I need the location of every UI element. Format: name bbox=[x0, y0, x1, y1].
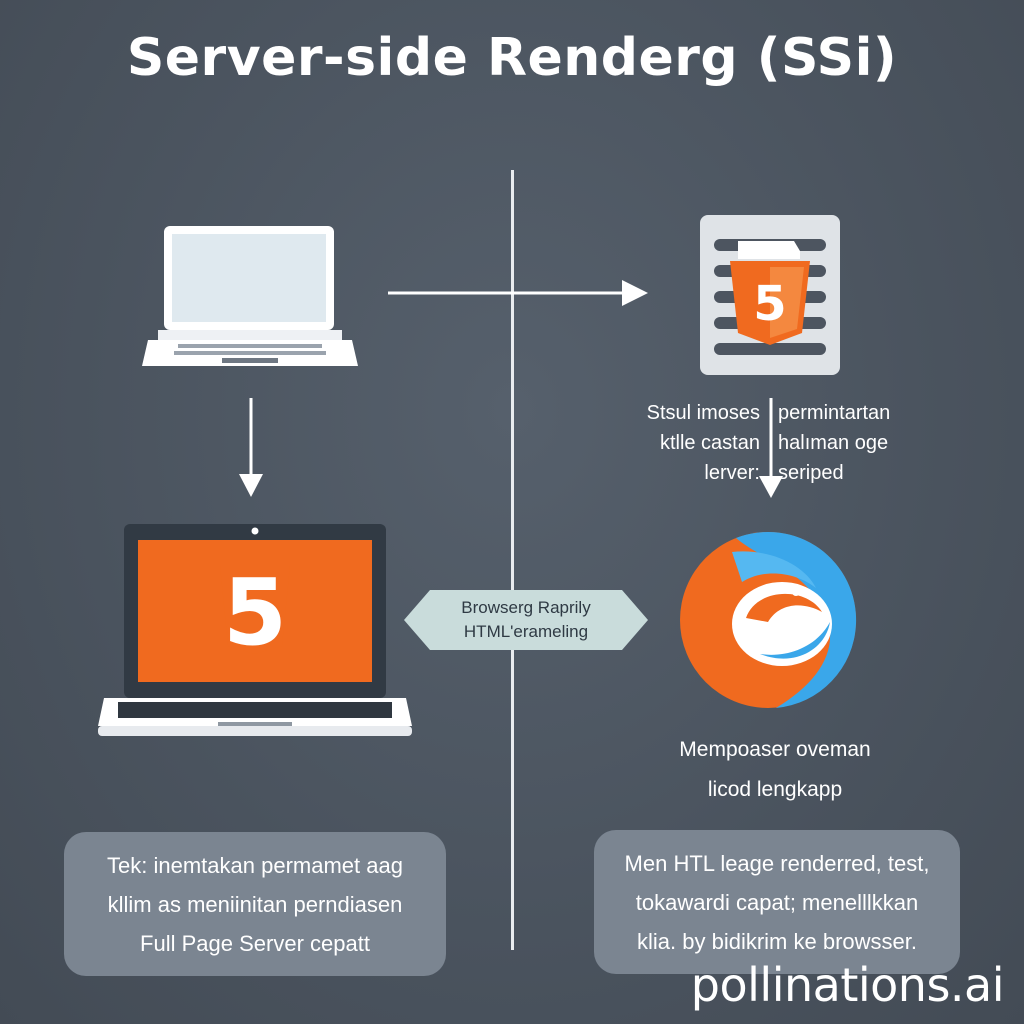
arrow-down-icon bbox=[239, 398, 263, 497]
arrow-right-icon bbox=[388, 280, 648, 306]
browser-logo-icon bbox=[680, 531, 857, 708]
server-side-info-card: Men HTL leage renderred, test, tokawardi… bbox=[594, 830, 960, 974]
request-page-label: permintartan halıman oge seriped bbox=[778, 398, 958, 488]
center-banner: Browserg Raprily HTML'erameling bbox=[404, 588, 648, 652]
svg-text:5: 5 bbox=[223, 559, 287, 666]
caption-line: Mempoaser oveman bbox=[679, 738, 871, 761]
card-line: Men HTL leage renderred, test, bbox=[624, 850, 930, 876]
label-line: seriped bbox=[778, 462, 844, 484]
browser-caption: Mempoaser oveman licod lengkapp bbox=[600, 730, 950, 810]
label-line: Stsul imoses bbox=[646, 402, 760, 424]
html5-laptop-icon: 5 bbox=[98, 524, 412, 736]
laptop-icon bbox=[142, 226, 358, 366]
arrow-down-icon bbox=[759, 398, 783, 498]
html5-document-icon: 5 bbox=[700, 215, 840, 375]
label-line: ktlle castan bbox=[659, 432, 760, 454]
watermark: pollinations.ai bbox=[690, 958, 1005, 1012]
label-line: halıman oge bbox=[778, 432, 889, 454]
card-line: tokawardi capat; menelllkkan bbox=[635, 889, 919, 915]
card-line: kllim as meniinitan perndiasen bbox=[107, 891, 403, 917]
center-divider bbox=[511, 170, 514, 950]
card-line: klia. by bidikrim ke browsser. bbox=[637, 928, 917, 954]
banner-shape bbox=[404, 590, 648, 650]
card-line: Full Page Server cepatt bbox=[140, 930, 370, 956]
banner-line: Browserg Raprily bbox=[461, 598, 591, 617]
client-side-info-card: Tek: inemtakan permamet aag kllim as men… bbox=[64, 832, 446, 976]
svg-text:5: 5 bbox=[753, 276, 786, 332]
page-title: Server-side Renderg (SSi) bbox=[126, 28, 898, 88]
label-line: permintartan bbox=[778, 402, 891, 424]
caption-line: licod lengkapp bbox=[707, 778, 843, 801]
banner-line: HTML'erameling bbox=[463, 622, 589, 641]
label-line: lerver: bbox=[704, 462, 760, 484]
card-line: Tek: inemtakan permamet aag bbox=[107, 852, 403, 878]
server-process-label: Stsul imoses ktlle castan lerver: bbox=[600, 398, 760, 488]
